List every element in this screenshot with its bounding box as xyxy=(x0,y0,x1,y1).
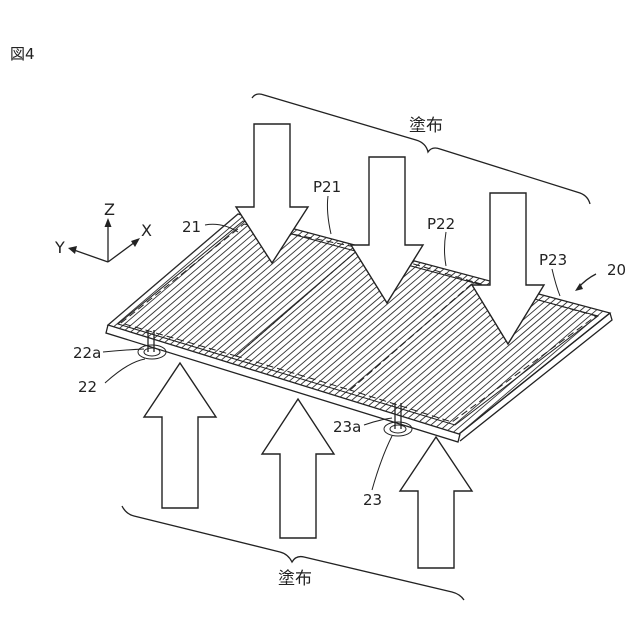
hatch-line xyxy=(144,211,326,366)
top-coating-label: 塗布 xyxy=(409,115,443,136)
label-pin-tip-22a: 22a xyxy=(73,344,101,362)
hatch-line xyxy=(308,262,490,417)
axis-x-label: X xyxy=(141,221,152,240)
up-arrow-3 xyxy=(400,437,472,568)
label-pin-23: 23 xyxy=(363,491,382,509)
up-arrow-1 xyxy=(144,363,216,508)
label-region-p22: P22 xyxy=(427,215,455,233)
axis-indicator: Z X Y xyxy=(54,200,152,262)
label-substrate-20: 20 xyxy=(607,261,626,279)
label-region-p21: P21 xyxy=(313,178,341,196)
figure-title: 図4 xyxy=(10,45,35,63)
label-pin-tip-23a: 23a xyxy=(333,418,361,436)
hatch-line xyxy=(263,248,445,403)
hatch-line xyxy=(161,216,343,371)
label-region-p23: P23 xyxy=(539,251,567,269)
hatch-line xyxy=(393,288,575,443)
hatch-line xyxy=(258,246,440,401)
hatch-line xyxy=(195,227,377,382)
axis-z-label: Z xyxy=(104,200,115,219)
down-arrow-2 xyxy=(351,157,423,303)
label-film-21: 21 xyxy=(182,218,201,236)
top-brace xyxy=(252,94,590,204)
axis-y-label: Y xyxy=(54,238,65,257)
hatch-line xyxy=(150,213,332,368)
label-pin-22: 22 xyxy=(78,378,97,396)
hatch-line xyxy=(274,252,456,407)
bottom-coating-label: 塗布 xyxy=(278,568,312,589)
up-arrow-2 xyxy=(262,399,334,538)
